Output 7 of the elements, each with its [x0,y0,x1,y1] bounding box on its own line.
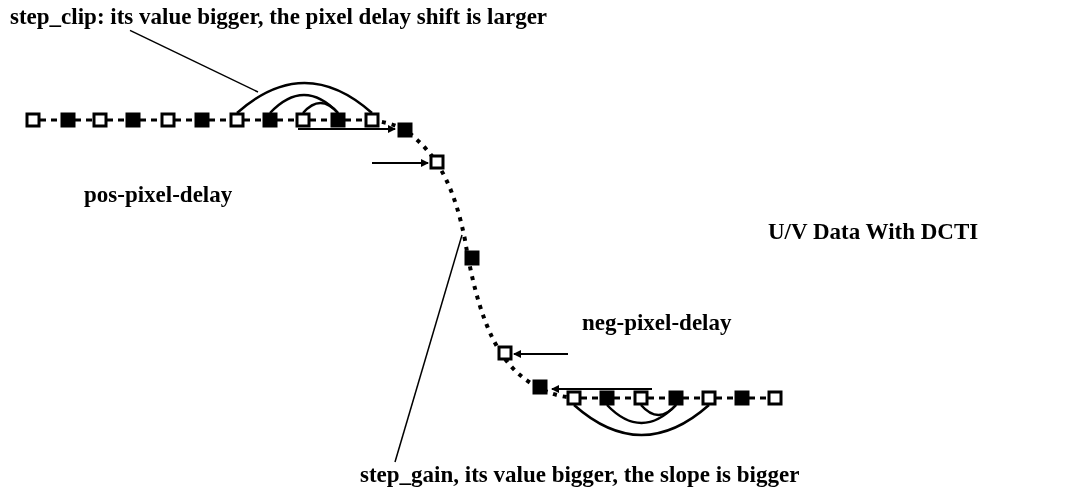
label-text: neg-pixel-delay [582,310,732,337]
label-text: pos-pixel-delay [84,182,233,209]
annotation-text: step_gain, its value bigger, the slope is bigger [360,462,800,489]
leader-line [129,29,259,93]
label-text: U/V Data With DCTI [768,219,979,246]
leader-line [394,234,463,463]
annotation-text: step_clip: its value bigger, the pixel delay shift is larger [10,4,548,31]
